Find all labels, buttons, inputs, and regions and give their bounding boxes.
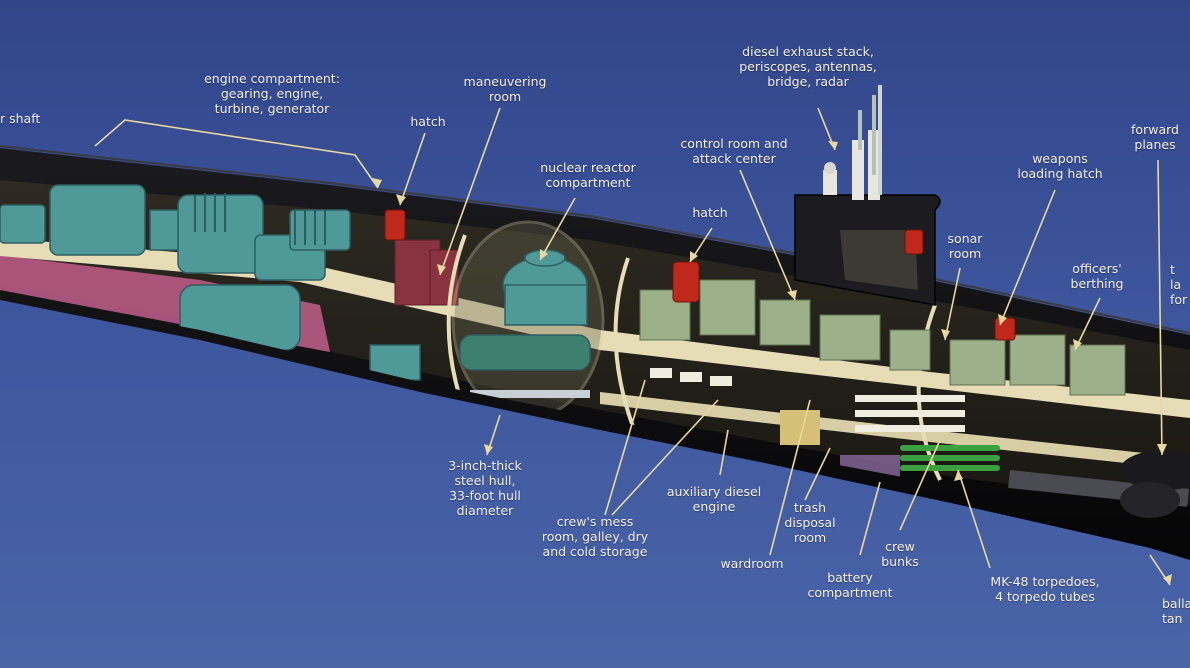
bow-dome bbox=[1120, 482, 1180, 518]
label-shaft: r shaft bbox=[0, 111, 41, 126]
crew-bunks-racks bbox=[855, 395, 965, 432]
label-forward-planes: forward planes bbox=[1131, 122, 1179, 152]
label-diesel-exhaust: diesel exhaust stack, periscopes, antenn… bbox=[739, 44, 877, 89]
sail-cutaway bbox=[840, 230, 918, 290]
bulkhead-fwd bbox=[613, 257, 637, 433]
label-ballast: balla tan bbox=[1162, 596, 1190, 626]
label-trash-disposal: trash disposal room bbox=[784, 500, 836, 545]
crew-mess-tables bbox=[650, 368, 732, 386]
masts bbox=[823, 85, 882, 200]
label-hatch-mid: hatch bbox=[692, 205, 728, 220]
label-officers-berthing: officers' berthing bbox=[1070, 261, 1124, 291]
label-steel-hull: 3-inch-thick steel hull, 33-foot hull di… bbox=[448, 458, 522, 518]
main-deck bbox=[0, 238, 1190, 418]
hatch-icons bbox=[384, 209, 1016, 341]
forward-planes-shape bbox=[1120, 450, 1190, 490]
label-engine-compartment: engine compartment: gearing, engine, tur… bbox=[204, 71, 340, 116]
label-control-room: control room and attack center bbox=[680, 136, 788, 166]
label-crews-mess: crew's mess room, galley, dry and cold s… bbox=[541, 514, 649, 559]
reactor-vessel bbox=[459, 249, 591, 371]
label-battery: battery compartment bbox=[807, 570, 893, 600]
leader-lines bbox=[94, 107, 1171, 586]
label-la-fo: t la for bbox=[1170, 262, 1188, 307]
label-torpedoes: MK-48 torpedoes, 4 torpedo tubes bbox=[990, 574, 1100, 604]
label-maneuvering-room: maneuvering room bbox=[463, 74, 547, 104]
label-nuclear-reactor: nuclear reactor compartment bbox=[540, 160, 636, 190]
torpedo-rack bbox=[900, 445, 1000, 471]
label-hatch-aft: hatch bbox=[410, 114, 446, 129]
label-wardroom: wardroom bbox=[720, 556, 784, 571]
turbine-fins bbox=[194, 193, 326, 245]
hull-edge bbox=[0, 145, 1190, 334]
label-sonar-room: sonar room bbox=[947, 231, 983, 261]
label-crew-bunks: crew bunks bbox=[881, 539, 919, 569]
leader-arrowheads bbox=[372, 141, 1172, 585]
label-aux-diesel: auxiliary diesel engine bbox=[666, 484, 762, 514]
label-weapons-hatch: weapons loading hatch bbox=[1017, 151, 1103, 181]
maneuvering-room-panels bbox=[394, 239, 459, 306]
reactor-piping bbox=[470, 390, 590, 398]
